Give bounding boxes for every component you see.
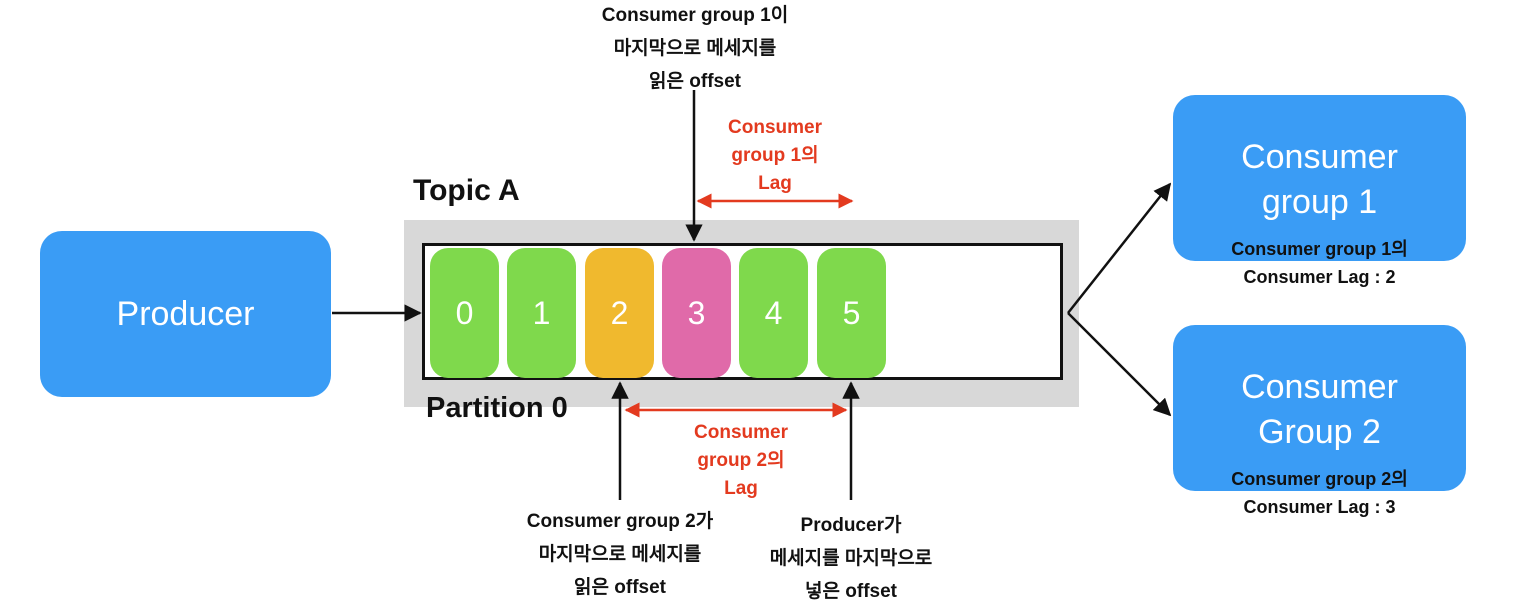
- message-offset-4: 4: [739, 248, 808, 378]
- consumer-group-2-lag-summary: Consumer group 2의 Consumer Lag : 3: [1231, 469, 1408, 517]
- partition-label: Partition 0: [426, 392, 568, 424]
- consumer-group-1-lag-summary: Consumer group 1의 Consumer Lag : 2: [1231, 239, 1408, 287]
- message-offset-2: 2: [585, 248, 654, 378]
- consumer-group-2-box: Consumer Group 2 Consumer group 2의 Consu…: [1173, 325, 1466, 517]
- partition-to-cg2-arrow: [1067, 312, 1172, 417]
- consumer-group-2-title: Consumer Group 2: [1241, 368, 1398, 451]
- message-offset-0: 0: [430, 248, 499, 378]
- cg2-lag-label: Consumer group 2의 Lag: [694, 422, 788, 499]
- cg2-offset-annotation: Consumer group 2가 마지막으로 메세지를 읽은 offset: [526, 511, 714, 598]
- topic-label: Topic A: [413, 174, 520, 207]
- cg1-lag-label: Consumer group 1의 Lag: [728, 117, 822, 194]
- producer-label: Producer: [116, 294, 255, 333]
- message-offset-5: 5: [817, 248, 886, 378]
- consumer-group-1-title: Consumer group 1: [1241, 138, 1398, 221]
- producer-offset-annotation: Producer가 메세지를 마지막으로 넣은 offset: [769, 515, 933, 602]
- cg1-offset-annotation: Consumer group 1이 마지막으로 메세지를 읽은 offset: [601, 5, 789, 92]
- partition-to-cg1-arrow: [1067, 182, 1172, 314]
- message-offset-3: 3: [662, 248, 731, 378]
- consumer-group-1-box: Consumer group 1 Consumer group 1의 Consu…: [1173, 95, 1466, 287]
- producer-box: Producer: [40, 231, 331, 397]
- message-offset-1: 1: [507, 248, 576, 378]
